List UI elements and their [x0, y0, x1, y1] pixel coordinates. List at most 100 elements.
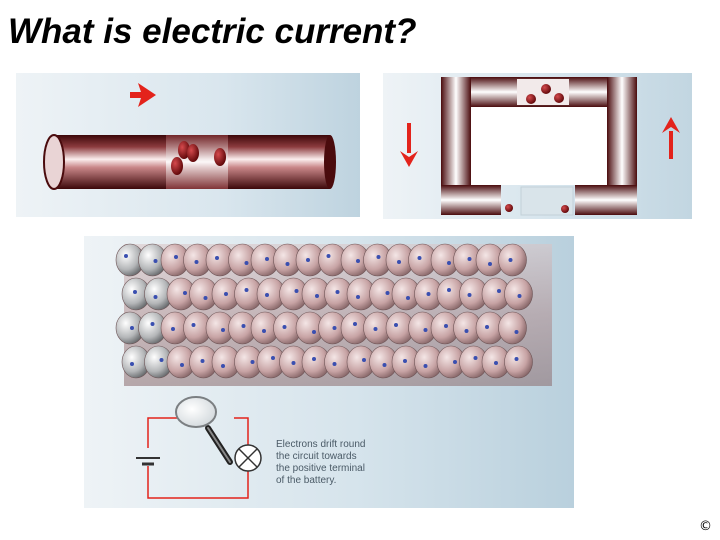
free-electron — [494, 361, 498, 365]
free-electron — [517, 294, 522, 298]
free-electron — [133, 290, 137, 294]
free-electron — [514, 357, 519, 361]
free-electron — [306, 258, 310, 262]
wire-segment-illustration — [43, 83, 336, 190]
free-electron — [397, 260, 401, 264]
free-electron — [271, 356, 275, 360]
free-electron — [315, 294, 319, 298]
free-electron — [203, 296, 208, 300]
free-electron — [488, 262, 492, 266]
free-electron — [262, 329, 266, 333]
electron — [171, 157, 183, 175]
arrow-right-icon — [130, 83, 156, 107]
free-electron — [312, 330, 316, 334]
free-electron — [417, 256, 422, 260]
free-electron — [497, 289, 501, 293]
electron — [541, 84, 551, 94]
free-electron — [362, 358, 366, 362]
atom — [504, 345, 533, 379]
free-electron — [312, 357, 316, 361]
free-electron — [250, 360, 255, 364]
free-electron — [332, 326, 337, 330]
free-electron — [403, 359, 407, 363]
free-electron — [200, 359, 205, 363]
electron — [505, 204, 513, 212]
copyright-symbol: © — [699, 519, 712, 534]
free-electron — [150, 322, 155, 326]
free-electron — [244, 288, 249, 292]
free-electron — [464, 329, 469, 333]
free-electron — [244, 261, 249, 265]
free-electron — [485, 325, 489, 329]
free-electron — [183, 291, 187, 295]
free-electron — [335, 290, 340, 294]
free-electron — [385, 291, 390, 295]
atom — [498, 311, 527, 345]
free-electron — [291, 361, 296, 365]
arrow-down-icon — [400, 123, 418, 167]
free-electron — [447, 261, 451, 265]
circuit-diagram — [136, 396, 262, 499]
free-electron — [423, 364, 428, 368]
free-electron — [406, 296, 410, 300]
free-electron — [382, 363, 387, 367]
free-electron — [356, 259, 360, 263]
caption-line: the positive terminal — [276, 463, 365, 474]
atom-lattice-panel: Electrons drift round the circuit toward… — [84, 236, 574, 508]
free-electron — [514, 330, 519, 334]
caption-line: the circuit towards — [276, 451, 357, 462]
free-electron — [353, 322, 357, 326]
caption-line: Electrons drift round — [276, 439, 366, 450]
free-electron — [194, 260, 199, 264]
atom — [504, 277, 533, 311]
free-electron — [356, 295, 360, 299]
wire-loop-panel — [383, 73, 692, 219]
arrow-up-icon — [662, 117, 680, 159]
lamp-symbol-icon — [234, 444, 262, 472]
magnifying-glass-icon — [175, 396, 233, 465]
free-electron — [171, 327, 175, 331]
free-electron — [265, 257, 269, 261]
free-electron — [294, 289, 299, 293]
electron — [178, 141, 190, 159]
free-electron — [473, 356, 478, 360]
free-electron — [191, 323, 196, 327]
free-electron — [508, 258, 513, 262]
circuit-caption: Electrons drift round the circuit toward… — [276, 439, 366, 487]
free-electron — [376, 255, 381, 259]
free-electron — [130, 362, 134, 366]
free-electron — [282, 325, 287, 329]
free-electron — [467, 293, 472, 297]
free-electron — [332, 362, 337, 366]
battery-symbol-icon — [136, 457, 160, 466]
free-electron — [447, 288, 451, 292]
free-electron — [124, 254, 128, 258]
page-title: What is electric current? — [8, 12, 417, 51]
free-electron — [221, 364, 225, 368]
free-electron — [326, 254, 331, 258]
wire-loop-illustration — [400, 77, 680, 216]
free-electron — [241, 324, 246, 328]
free-electron — [153, 259, 158, 263]
free-electron — [159, 358, 164, 362]
free-electron — [153, 295, 158, 299]
electron — [187, 144, 199, 162]
electron — [554, 93, 564, 103]
electron — [214, 148, 226, 166]
free-electron — [373, 327, 378, 331]
free-electron — [285, 262, 290, 266]
free-electron — [444, 324, 448, 328]
wire-segment-panel — [16, 73, 360, 217]
caption-line: of the battery. — [276, 475, 337, 486]
free-electron — [265, 293, 269, 297]
free-electron — [224, 292, 228, 296]
atom-grid — [115, 243, 533, 379]
electron — [561, 205, 569, 213]
free-electron — [215, 256, 219, 260]
free-electron — [221, 328, 225, 332]
free-electron — [394, 323, 398, 327]
free-electron — [174, 255, 178, 259]
free-electron — [453, 360, 457, 364]
free-electron — [130, 326, 134, 330]
free-electron — [467, 257, 472, 261]
